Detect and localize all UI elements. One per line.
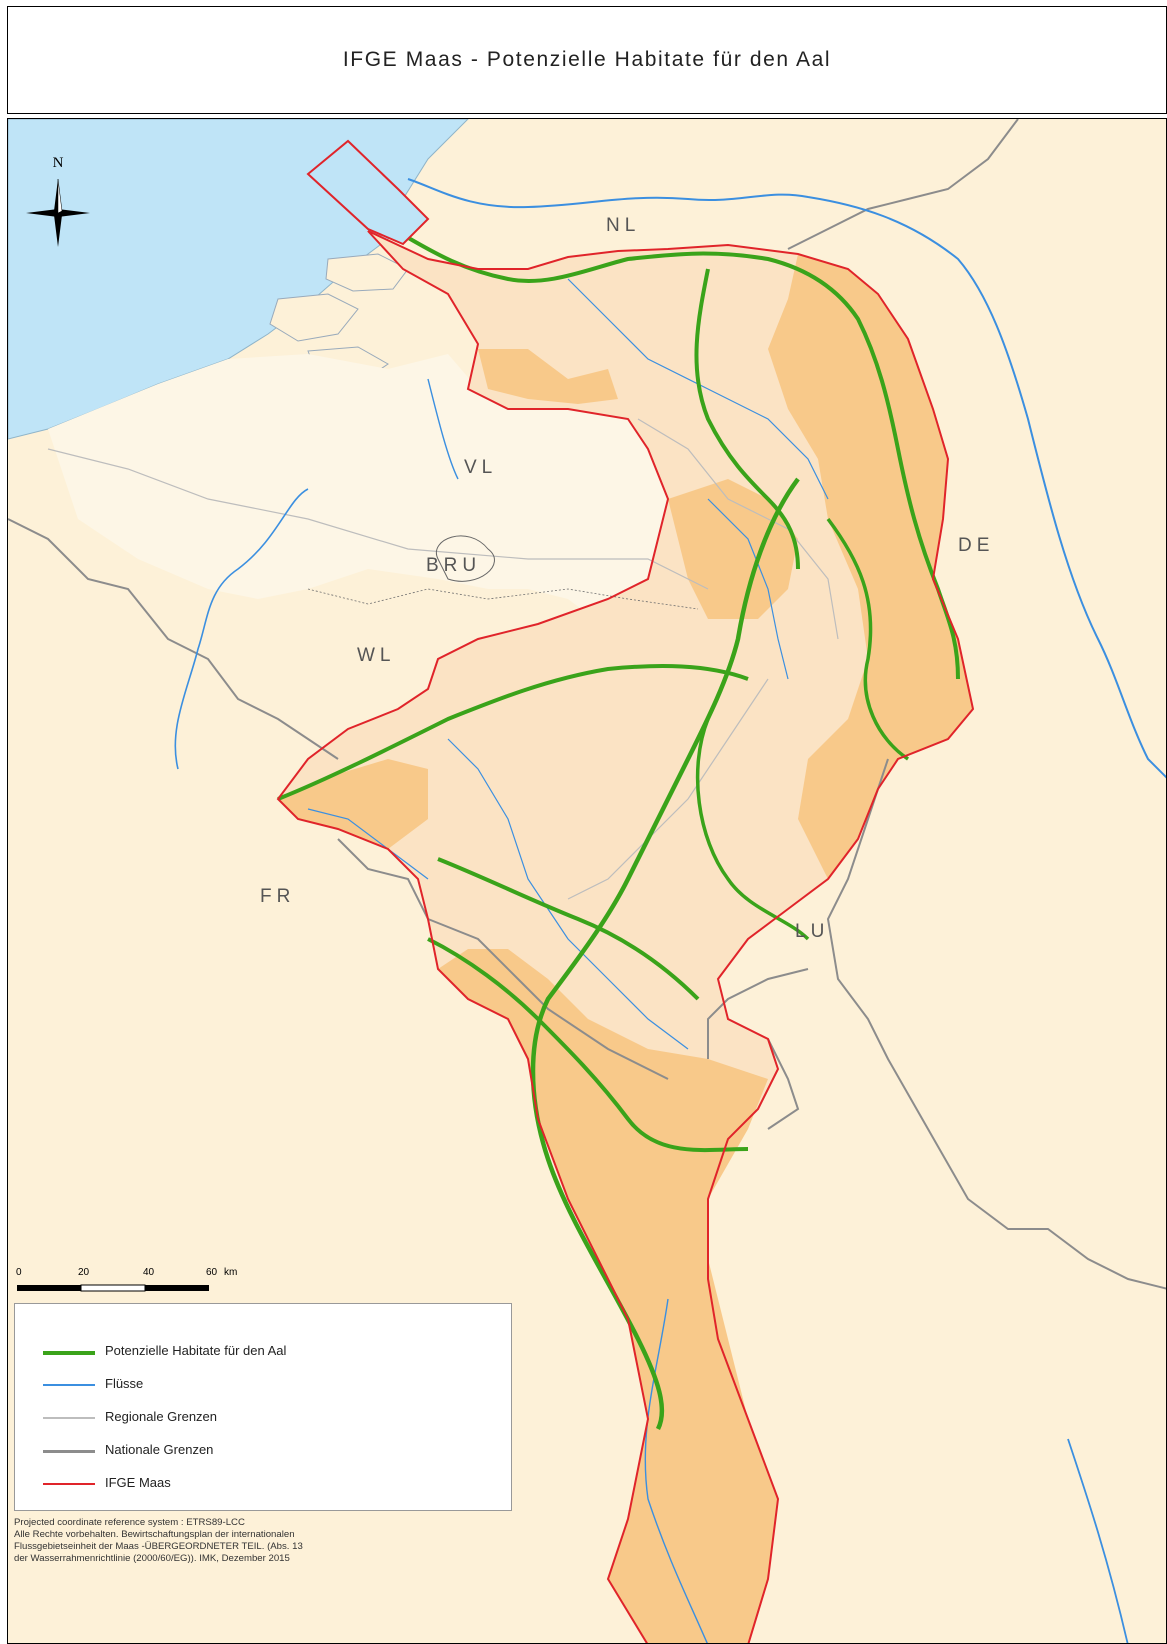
compass-icon: [26, 178, 90, 247]
eel-habitat: [530, 477, 800, 1431]
legend-item: Potenzielle Habitate für den Aal: [15, 1342, 511, 1362]
map-title: IFGE Maas - Potenzielle Habitate für den…: [342, 48, 832, 71]
national-boundary: [787, 119, 1019, 250]
river: [174, 488, 309, 770]
national-boundary: [767, 1038, 800, 1130]
basin-dark-south: [438, 949, 778, 1643]
eel-habitat: [695, 718, 810, 941]
label-wl: WL: [357, 645, 396, 666]
scale-bar: 0 20 40 60 km: [16, 1267, 246, 1307]
title-box: IFGE Maas - Potenzielle Habitate für den…: [7, 6, 1167, 114]
label-bru: BRU: [426, 555, 482, 576]
label-nl: NL: [606, 215, 641, 236]
scale-tick-60: 60: [206, 1267, 218, 1278]
legend-swatch: [43, 1450, 95, 1453]
basin-dark-de: [768, 254, 973, 879]
scale-tick-40: 40: [143, 1267, 155, 1278]
north-label: N: [52, 155, 64, 171]
regional-boundary: [307, 588, 699, 610]
legend-swatch: [43, 1417, 95, 1419]
scale-unit: km: [224, 1267, 238, 1278]
regional-boundary: [47, 448, 709, 590]
legend-item: IFGE Maas: [15, 1474, 511, 1494]
national-boundary: [8, 518, 339, 760]
eel-habitat: [392, 227, 960, 680]
label-fr: FR: [260, 886, 296, 907]
credit-line: Projected coordinate reference system : …: [14, 1517, 245, 1528]
legend-label: Flüsse: [105, 1376, 144, 1391]
river: [447, 738, 689, 1050]
legend-swatch: [43, 1483, 95, 1485]
scale-bar-graphic: [17, 1284, 209, 1292]
basin-light: [278, 231, 973, 1419]
flanders-region: [48, 354, 708, 629]
national-boundary: [707, 968, 809, 1059]
river: [407, 178, 1166, 779]
national-boundary: [337, 838, 669, 1080]
legend-swatch: [43, 1351, 95, 1355]
river: [707, 498, 789, 680]
legend-label: Regionale Grenzen: [105, 1409, 218, 1424]
river: [1067, 1438, 1129, 1643]
national-boundary: [826, 758, 1166, 1290]
eel-habitat: [826, 517, 909, 761]
river: [427, 378, 459, 480]
eel-habitat: [437, 857, 700, 1001]
eel-habitat: [427, 937, 749, 1153]
credit-line: Alle Rechte vorbehalten. Bewirtschaftung…: [14, 1529, 295, 1540]
scale-tick-0: 0: [16, 1267, 22, 1278]
eel-habitat: [277, 664, 749, 801]
label-de: DE: [958, 535, 995, 556]
basin-dark-west: [278, 759, 428, 849]
island: [269, 293, 359, 342]
legend-label: Nationale Grenzen: [105, 1442, 214, 1457]
basin-outline: [276, 230, 975, 1643]
credit-line: Flussgebietseinheit der Maas -ÜBERGEORDN…: [14, 1541, 303, 1552]
map-frame[interactable]: N NL VL BRU WL DE FR LU 0 20 40 60 km Po…: [7, 118, 1167, 1644]
eel-habitat: [694, 268, 800, 570]
legend-swatch: [43, 1384, 95, 1386]
north-arrow: N: [22, 155, 94, 251]
legend-item: Nationale Grenzen: [15, 1441, 511, 1461]
map-canvas[interactable]: [8, 119, 1167, 1644]
regional-boundary: [637, 418, 839, 640]
island: [325, 253, 409, 292]
legend-label: Potenzielle Habitate für den Aal: [105, 1343, 287, 1358]
legend: Potenzielle Habitate für den Aal Flüsse …: [14, 1303, 512, 1511]
legend-item: Regionale Grenzen: [15, 1408, 511, 1428]
estuary-polygon: [306, 139, 430, 246]
legend-item: Flüsse: [15, 1375, 511, 1395]
credits: Projected coordinate reference system : …: [14, 1517, 514, 1565]
scale-tick-20: 20: [78, 1267, 90, 1278]
river: [567, 278, 829, 500]
regional-boundary: [435, 535, 495, 582]
river: [644, 1298, 708, 1643]
label-vl: VL: [464, 457, 498, 478]
regional-boundary: [567, 678, 769, 900]
credit-line: der Wasserrahmenrichtlinie (2000/60/EG))…: [14, 1553, 290, 1564]
basin-dark-nw: [478, 349, 618, 404]
river: [307, 808, 429, 880]
legend-label: IFGE Maas: [105, 1475, 171, 1490]
label-lu: LU: [795, 921, 830, 942]
